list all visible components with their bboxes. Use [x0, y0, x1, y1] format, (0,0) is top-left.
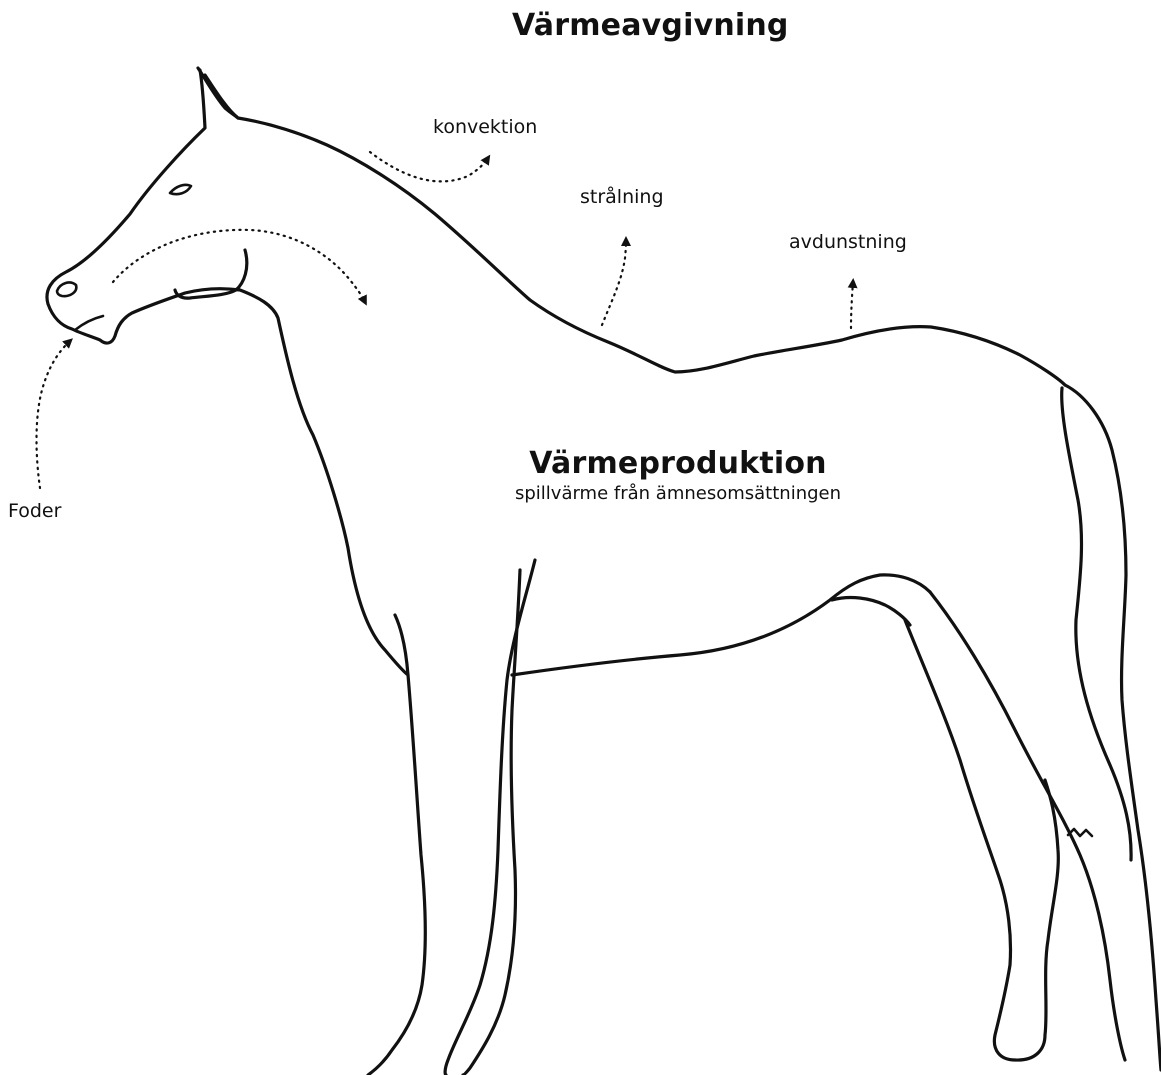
horse-eye [170, 185, 191, 194]
horse-neck-back [205, 75, 1065, 385]
horse-hind-leg-front [905, 620, 1058, 1060]
radiation-arrow [602, 240, 626, 325]
radiation-label: strålning [580, 186, 664, 208]
heat-production-subtitle: spillvärme från ämnesomsättningen [478, 483, 878, 504]
horse-rump-tail [1065, 385, 1161, 1070]
evaporation-label: avdunstning [789, 231, 907, 253]
heat-production-title: Värmeproduktion [478, 446, 878, 481]
horse-mouth [75, 316, 103, 330]
horse-body-outline [47, 70, 425, 1075]
convection-label: konvektion [433, 116, 537, 138]
feed-label: Foder [8, 500, 61, 522]
horse-illustration [47, 68, 1161, 1075]
horse-tail-inner [1062, 388, 1131, 860]
horse-jaw [175, 250, 247, 298]
heat-production-block: Värmeproduktion spillvärme från ämnesoms… [478, 446, 878, 504]
horse-belly [512, 575, 930, 675]
horse-stifle [832, 598, 910, 625]
horse-front-leg-back [463, 570, 520, 1075]
heat-flow-arrows [37, 152, 854, 488]
horse-hind-leg-back [930, 592, 1125, 1060]
horse-nostril [57, 283, 76, 297]
horse-front-leg-front [445, 560, 535, 1075]
heat-loss-title: Värmeavgivning [512, 8, 789, 43]
feed-intake-arrow [37, 341, 71, 488]
evaporation-arrow [851, 282, 853, 328]
